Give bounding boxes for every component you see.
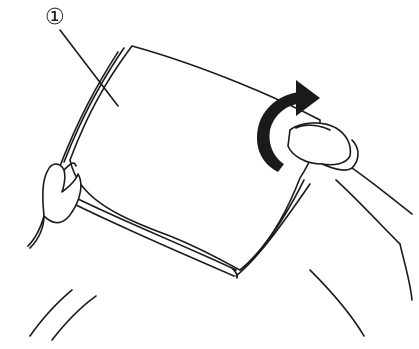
left-forearm-upper: [30, 290, 72, 336]
panel-outer-edge: [70, 46, 320, 270]
right-arm-lower: [336, 180, 400, 244]
right-sleeve-line: [310, 270, 364, 336]
left-thumb: [64, 163, 76, 170]
left-hand-shape: [43, 164, 81, 223]
rotate-arrow-head: [296, 80, 320, 116]
panel-rim-right-2: [236, 184, 310, 276]
right-hand: [288, 123, 412, 336]
callout-leader-line: [60, 30, 118, 106]
cloth-icon: [288, 123, 350, 165]
right-sleeve-edge: [400, 244, 412, 300]
panel-rim-bottom-1: [72, 196, 236, 270]
right-arm-upper: [352, 168, 412, 214]
panel-rim-bottom-2: [70, 202, 234, 276]
